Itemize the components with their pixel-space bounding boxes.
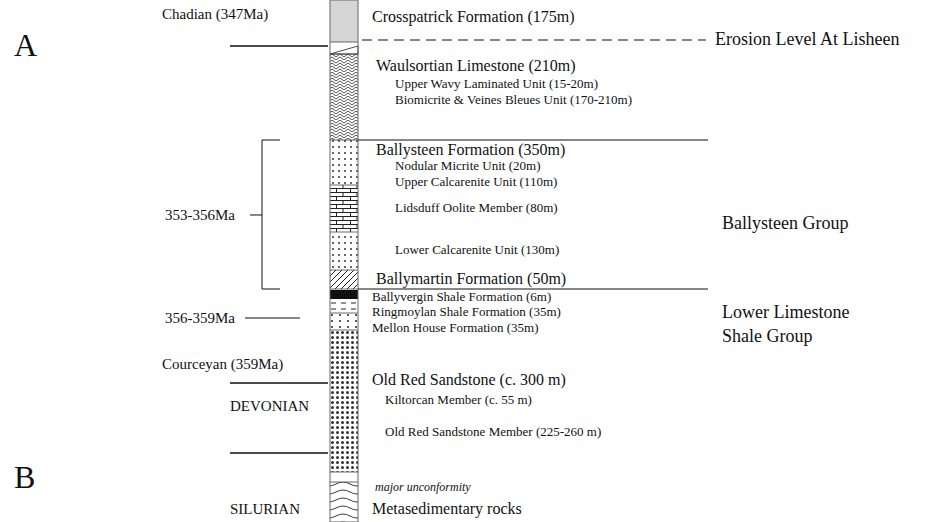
formation-label: Ballymartin Formation (50m) bbox=[376, 270, 566, 288]
boundary-line bbox=[358, 140, 708, 141]
age-bracket bbox=[250, 140, 280, 289]
formation-label: Waulsortian Limestone (210m) bbox=[376, 57, 576, 75]
mellon-house-bed bbox=[330, 313, 358, 330]
wavy-laminated-bed bbox=[330, 42, 358, 54]
age-tick bbox=[245, 318, 300, 319]
unit-label: Upper Wavy Laminated Unit (15-20m) bbox=[395, 77, 598, 91]
unit-label: Old Red Sandstone Member (225-260 m) bbox=[385, 425, 601, 439]
erosion-label: Erosion Level At Lisheen bbox=[715, 30, 899, 50]
age-label: 356-359Ma bbox=[165, 310, 235, 327]
period-label: SILURIAN bbox=[230, 501, 300, 518]
panel-letter: A bbox=[14, 28, 37, 63]
stage-tick bbox=[230, 45, 328, 47]
unit-label: Lower Calcarenite Unit (130m) bbox=[395, 243, 559, 257]
wavy-laminated-wedge bbox=[330, 46, 358, 54]
upper-calcarenite-bed bbox=[330, 140, 358, 185]
group-label: Ballysteen Group bbox=[722, 214, 848, 234]
bed-boundaries bbox=[330, 42, 358, 482]
unit-label: Kiltorcan Member (c. 55 m) bbox=[385, 393, 532, 407]
age-label: Courceyan (359Ma) bbox=[162, 356, 283, 373]
ringmoylan-bed bbox=[330, 299, 358, 313]
unconformity-label: major unconformity bbox=[375, 481, 471, 494]
column bbox=[330, 0, 358, 522]
formation-label: Mellon House Formation (35m) bbox=[372, 321, 538, 335]
formation-label: Old Red Sandstone (c. 300 m) bbox=[372, 371, 566, 389]
column-outline bbox=[330, 0, 358, 522]
erosion-line bbox=[362, 39, 706, 40]
lower-calcarenite-bed bbox=[330, 232, 358, 270]
age-label: Chadian (347Ma) bbox=[162, 6, 268, 23]
unit-label: Biomicrite & Veines Bleues Unit (170-210… bbox=[395, 93, 632, 107]
unit-label: Upper Calcarenite Unit (110m) bbox=[395, 175, 557, 189]
unit-label: Lidsduff Oolite Member (80m) bbox=[395, 201, 558, 215]
formation-label: Crosspatrick Formation (175m) bbox=[372, 8, 575, 26]
oolite-bed bbox=[330, 185, 358, 232]
group-label: Lower Limestone Shale Group bbox=[722, 300, 882, 349]
waulsortian-bed bbox=[330, 54, 358, 140]
formation-label: Ballyvergin Shale Formation (6m) bbox=[372, 290, 551, 304]
formation-label: Metasedimentary rocks bbox=[372, 500, 522, 518]
stage-tick bbox=[230, 382, 328, 384]
silurian-bed bbox=[330, 482, 358, 522]
ballymartin-bed bbox=[330, 270, 358, 289]
stage-tick bbox=[230, 452, 328, 454]
old-red-sandstone-bed bbox=[330, 330, 358, 472]
unit-label: Nodular Micrite Unit (20m) bbox=[395, 159, 541, 173]
ballyvergin-bed bbox=[330, 290, 358, 299]
age-label: 353-356Ma bbox=[165, 207, 235, 224]
formation-label: Ringmoylan Shale Formation (35m) bbox=[372, 305, 561, 319]
rules bbox=[230, 40, 708, 453]
crosspatrick-bed bbox=[330, 0, 358, 42]
period-label: DEVONIAN bbox=[230, 398, 309, 415]
panel-letter: B bbox=[14, 460, 35, 495]
formation-label: Ballysteen Formation (350m) bbox=[376, 141, 565, 159]
